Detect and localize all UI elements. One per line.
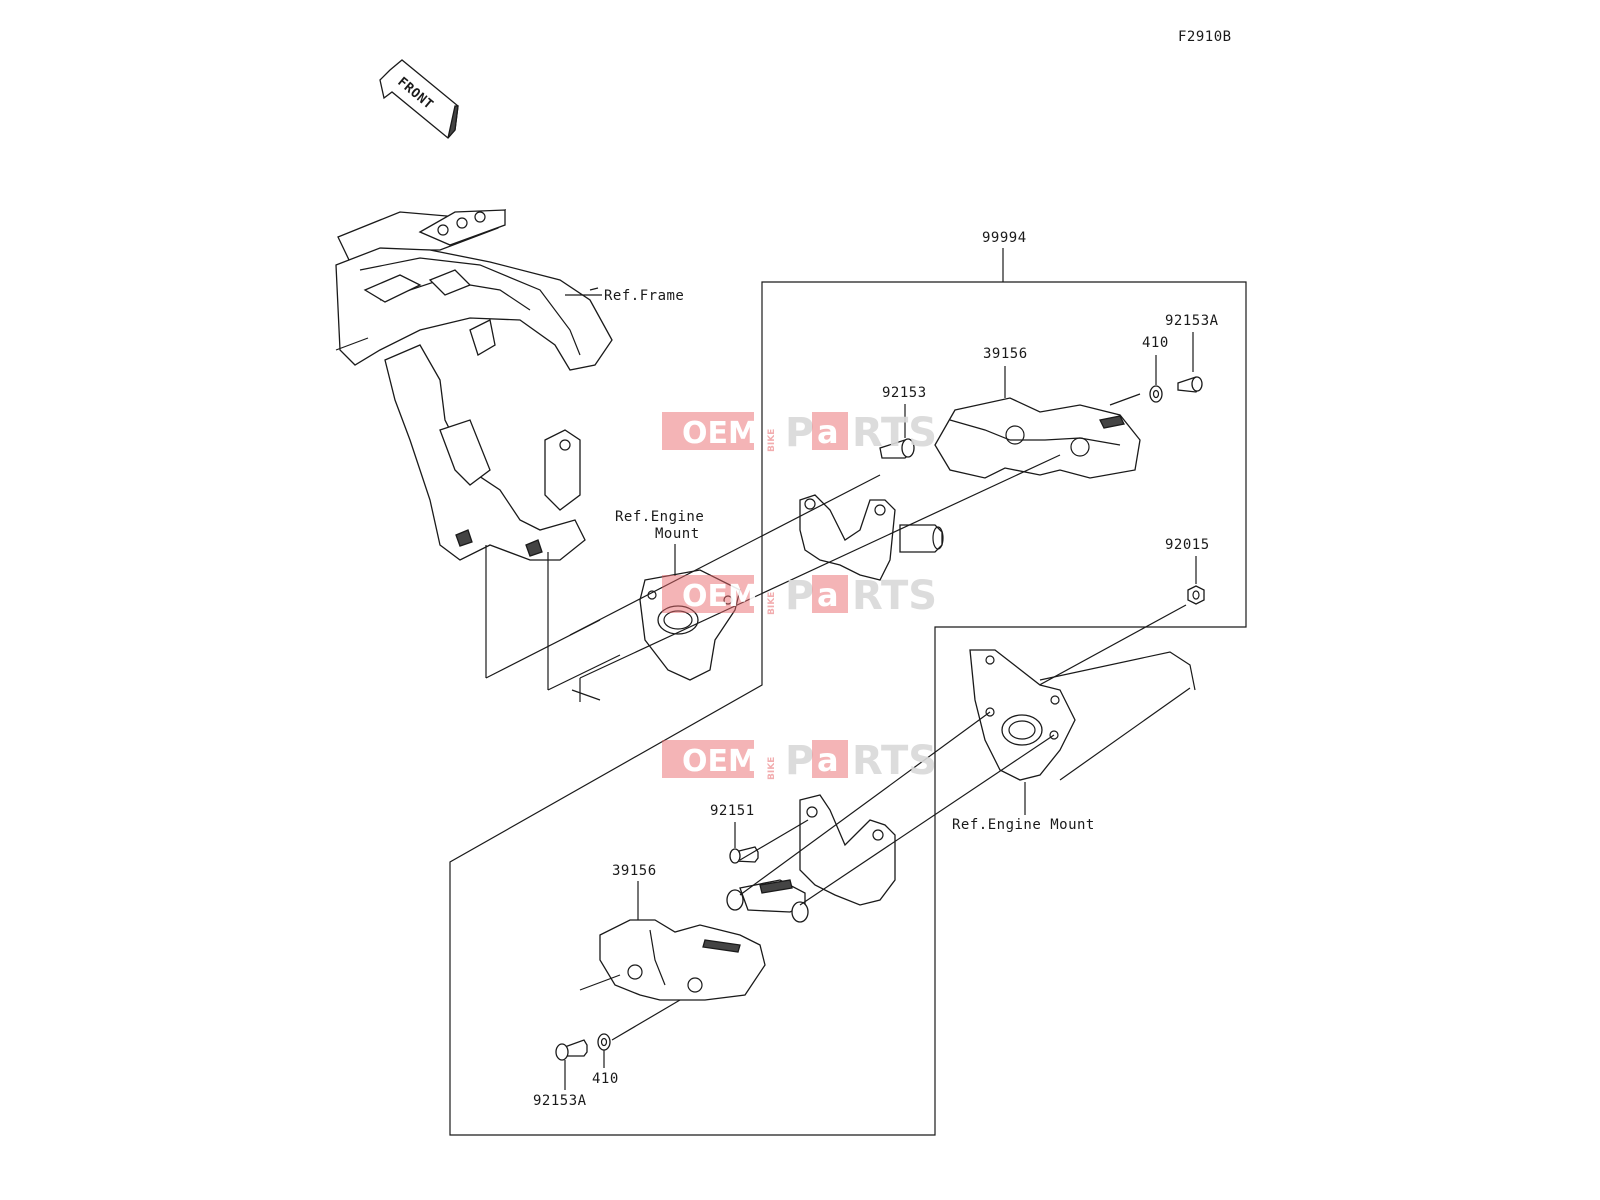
- lower-slider-number: 39156: [612, 863, 657, 879]
- svg-text:BIKE: BIKE: [767, 757, 777, 780]
- ref-engine-mount-left-line2: Mount: [655, 526, 700, 542]
- svg-text:a: a: [817, 413, 839, 451]
- svg-text:RTS: RTS: [852, 573, 937, 619]
- svg-text:P: P: [785, 410, 814, 456]
- lower-bolt-a: [555, 1039, 588, 1061]
- svg-text:OEM: OEM: [682, 416, 758, 451]
- kit-number: 99994: [982, 230, 1027, 246]
- watermark-middle: OEM BIKE P a RTS: [662, 573, 937, 619]
- ref-engine-mount-right: Ref.Engine Mount: [952, 817, 1095, 833]
- upper-washer-number: 410: [1142, 335, 1169, 351]
- upper-washer: [1149, 385, 1163, 403]
- upper-frame-slider: [934, 397, 1141, 479]
- svg-text:RTS: RTS: [852, 410, 937, 456]
- upper-bolt: [879, 438, 915, 459]
- upper-bolt-number: 92153: [882, 385, 927, 401]
- lower-bracket: [726, 794, 896, 923]
- nut: [1187, 585, 1205, 605]
- svg-text:OEM: OEM: [682, 579, 758, 614]
- upper-bracket: [799, 494, 944, 581]
- lower-assembly-axes: [579, 711, 1055, 1041]
- lower-bolt-a-number: 92153A: [533, 1093, 587, 1109]
- ref-engine-mount-left-line1: Ref.Engine: [615, 509, 704, 525]
- lower-frame-slider: [599, 919, 766, 1001]
- watermark-lower: OEM BIKE P a RTS: [662, 738, 937, 784]
- svg-text:BIKE: BIKE: [767, 429, 777, 452]
- upper-engine-mount: [639, 569, 741, 681]
- frame-drawing: [335, 209, 621, 691]
- lower-bolt-small: [729, 846, 759, 864]
- nut-number: 92015: [1165, 537, 1210, 553]
- svg-text:OEM: OEM: [682, 744, 758, 779]
- lower-engine-mount: [969, 649, 1196, 781]
- upper-bolt-a-number: 92153A: [1165, 313, 1219, 329]
- diagram-code: F2910B: [1178, 29, 1232, 45]
- upper-slider-number: 39156: [983, 346, 1028, 362]
- svg-text:a: a: [817, 741, 839, 779]
- watermark-upper: OEM BIKE P a RTS: [662, 410, 937, 456]
- lower-bolt-small-number: 92151: [710, 803, 755, 819]
- front-direction-arrow-icon: FRONT: [379, 59, 459, 139]
- svg-text:P: P: [785, 573, 814, 619]
- ref-frame-label: Ref.Frame: [604, 288, 684, 304]
- lower-washer-number: 410: [592, 1071, 619, 1087]
- upper-assembly-axes: [569, 393, 1141, 702]
- upper-bolt-a: [1177, 376, 1203, 393]
- lower-washer: [597, 1033, 611, 1051]
- kit-boundary: [449, 281, 1247, 1136]
- svg-text:a: a: [817, 576, 839, 614]
- svg-text:RTS: RTS: [852, 738, 937, 784]
- svg-text:P: P: [785, 738, 814, 784]
- svg-text:BIKE: BIKE: [767, 592, 777, 615]
